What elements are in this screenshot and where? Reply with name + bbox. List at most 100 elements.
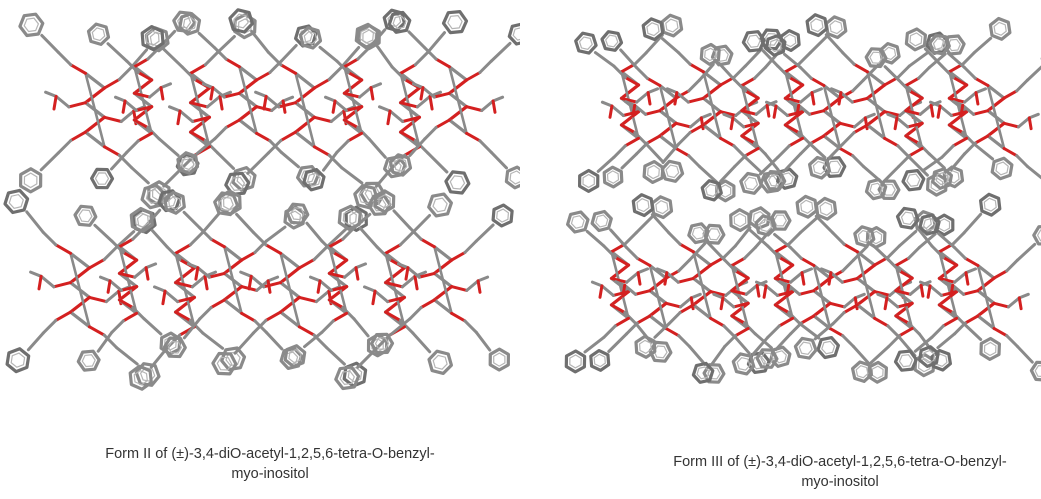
benzyl-ring [731, 352, 756, 376]
oxygen-bond [224, 57, 241, 69]
carbon-bond [907, 321, 921, 336]
oxygen-bond [838, 147, 855, 158]
molecule [176, 12, 320, 188]
carbon-bond [341, 306, 356, 321]
carbon-bond [907, 155, 929, 177]
benzyl-ring [491, 203, 514, 228]
carbon-bond [812, 263, 832, 280]
carbon-bond [142, 317, 163, 336]
carbon-bond [679, 296, 693, 309]
oxygen-bond [465, 71, 482, 82]
molecule [298, 8, 407, 192]
oxygen-bond [852, 62, 869, 74]
carbon-bond [335, 59, 350, 74]
carbon-bond [839, 91, 854, 104]
oxygen-bond [434, 118, 451, 129]
carbon-bond [774, 104, 789, 117]
oxygen-bond [773, 276, 793, 284]
carbon-bond [883, 65, 901, 82]
carbon-bond [56, 139, 73, 155]
carbon-bond [661, 142, 681, 164]
benzyl-ring [590, 209, 613, 233]
carbon-bond [938, 250, 958, 320]
carbon-bond [948, 70, 968, 140]
oxygen-bond [719, 296, 725, 311]
oxygen-bond [354, 266, 360, 281]
carbon-bond [655, 267, 669, 275]
oxygen-bond [658, 121, 678, 138]
carbon-bond [1005, 258, 1019, 273]
oxygen-bond [822, 96, 842, 113]
carbon-bond [399, 72, 421, 149]
carbon-bond [961, 51, 976, 66]
carbon-bond [131, 306, 146, 321]
oxygen-bond [674, 147, 691, 158]
oxygen-bond [663, 271, 669, 286]
oxygen-bond [331, 311, 349, 323]
oxygen-bond [327, 258, 349, 275]
carbon-bond [133, 65, 153, 135]
carbon-bond [951, 311, 966, 326]
carbon-bond [766, 244, 781, 259]
molecule [370, 189, 514, 372]
carbon-bond [764, 284, 779, 297]
oxygen-bond [986, 121, 1006, 138]
oxygen-bond [465, 131, 482, 143]
benzyl-ring [427, 349, 453, 375]
oxygen-bond [701, 110, 723, 127]
carbon-bond [69, 252, 91, 329]
carbon-bond [356, 346, 379, 369]
carbon-bond [722, 112, 735, 120]
carbon-bond [174, 252, 196, 329]
oxygen-bond [279, 63, 298, 75]
carbon-bond [822, 84, 842, 150]
carbon-bond [211, 86, 226, 99]
molecule [140, 12, 257, 210]
oxygen-bond [609, 263, 631, 280]
oxygen-bond [812, 276, 832, 293]
oxygen-bond [744, 89, 760, 100]
carbon-bond [972, 142, 995, 161]
carbon-bond [947, 52, 966, 69]
carbon-bond [942, 280, 955, 287]
carbon-bond [986, 134, 1006, 151]
benzyl-ring [805, 13, 829, 38]
benzyl-ring [337, 204, 362, 231]
oxygen-bond [837, 91, 843, 106]
oxygen-bond [132, 91, 152, 99]
oxygen-bond [118, 237, 135, 249]
carbon-bond [238, 65, 258, 135]
oxygen-bond [69, 63, 87, 75]
oxygen-bond [972, 109, 990, 116]
carbon-bond [677, 51, 692, 66]
molecule [334, 192, 453, 391]
carbon-bond [743, 321, 757, 336]
oxygen-bond [785, 110, 805, 117]
carbon-bond [938, 104, 953, 117]
carbon-bond [110, 319, 125, 334]
molecule [18, 12, 171, 207]
carbon-bond [974, 87, 987, 95]
carbon-bond [182, 317, 202, 340]
oxygen-bond [636, 271, 642, 286]
carbon-bond [413, 139, 430, 155]
oxygen-bond [106, 279, 112, 294]
carbon-bond [723, 258, 737, 273]
carbon-bond [753, 141, 767, 156]
oxygen-bond [838, 89, 855, 100]
carbon-bond [634, 215, 654, 235]
oxygen-bond [264, 243, 283, 255]
carbon-bond [114, 95, 127, 103]
carbon-bond [388, 109, 405, 123]
carbon-bond [753, 66, 767, 80]
carbon-bond [976, 314, 996, 331]
oxygen-bond [809, 134, 826, 145]
carbon-bond [928, 284, 943, 297]
oxygen-bond [893, 116, 899, 131]
carbon-bond [447, 65, 469, 82]
benzyl-ring [334, 365, 361, 391]
oxygen-bond [828, 269, 845, 280]
carbon-bond [625, 271, 640, 284]
oxygen-bond [331, 99, 337, 114]
carbon-bond [110, 150, 129, 171]
